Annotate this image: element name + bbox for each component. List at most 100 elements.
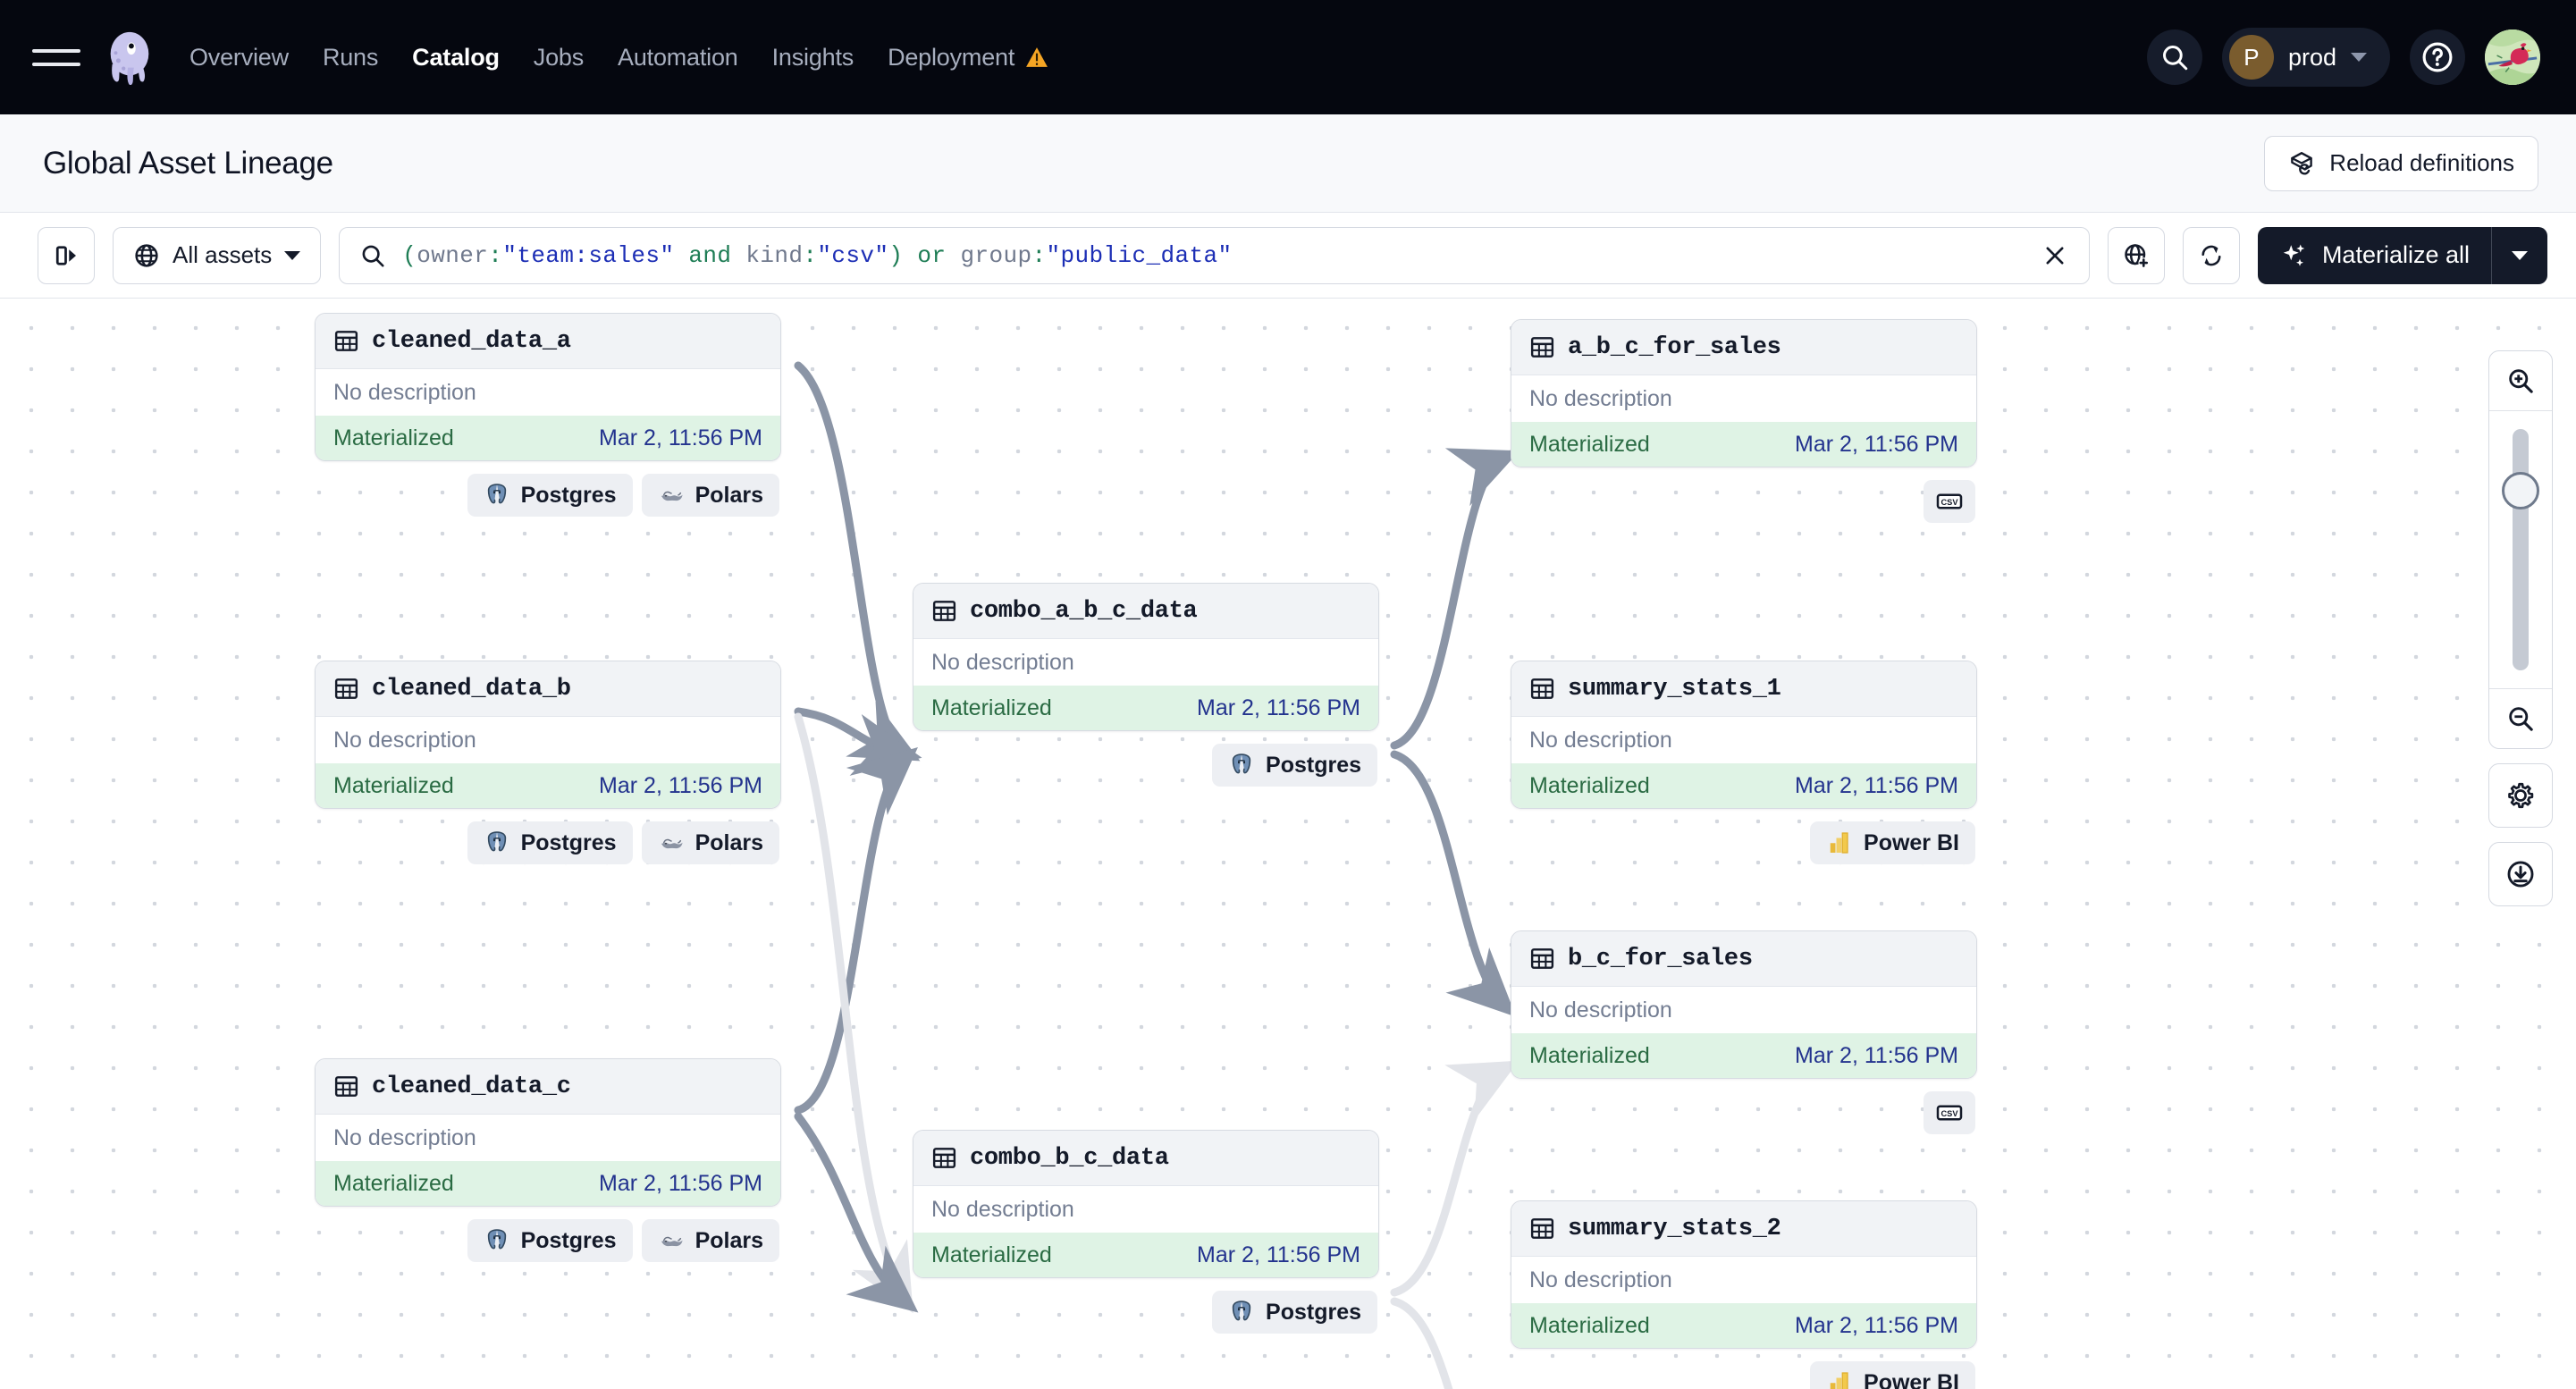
materialize-all-button[interactable]: Materialize all xyxy=(2257,226,2547,284)
zoom-slider-track xyxy=(2513,429,2529,670)
status-badge: Materialized xyxy=(931,694,1052,720)
materialization-timestamp[interactable]: Mar 2, 11:56 PM xyxy=(599,1170,762,1196)
materialization-timestamp[interactable]: Mar 2, 11:56 PM xyxy=(1795,1042,1958,1068)
postgres-icon xyxy=(1232,753,1251,775)
kind-tag-power-bi[interactable]: Power BI xyxy=(1810,1361,1975,1389)
box-reload-icon xyxy=(2291,151,2313,174)
asset-scope-selector[interactable]: All assets xyxy=(113,226,322,284)
dagster-logo[interactable] xyxy=(102,29,157,85)
asset-node-header[interactable]: summary_stats_2 xyxy=(1511,1201,1976,1257)
nav-link-insights[interactable]: Insights xyxy=(771,43,854,71)
caret-down-icon xyxy=(2512,250,2528,260)
kind-tag-polars[interactable]: Polars xyxy=(641,474,779,517)
user-avatar[interactable] xyxy=(2485,29,2540,85)
asset-kind-tags: Postgres Polars xyxy=(315,821,781,864)
materialize-all-main[interactable]: Materialize all xyxy=(2258,241,2491,269)
nav-link-runs[interactable]: Runs xyxy=(322,43,379,71)
refresh-icon xyxy=(2201,245,2221,265)
kind-tag-postgres[interactable]: Postgres xyxy=(1212,1291,1377,1334)
download-icon xyxy=(2507,861,2534,888)
materialization-timestamp[interactable]: Mar 2, 11:56 PM xyxy=(1197,694,1360,720)
kind-tag-polars[interactable]: Polars xyxy=(641,821,779,864)
asset-node-header[interactable]: a_b_c_for_sales xyxy=(1511,320,1976,375)
refresh-button[interactable] xyxy=(2182,226,2240,284)
status-badge: Materialized xyxy=(333,425,454,450)
asset-node-description: No description xyxy=(1511,717,1976,763)
asset-node-header[interactable]: cleaned_data_a xyxy=(316,314,780,369)
kind-tag-power-bi[interactable]: Power BI xyxy=(1810,821,1975,864)
download-graph-button[interactable] xyxy=(2488,842,2553,906)
materialization-timestamp[interactable]: Mar 2, 11:56 PM xyxy=(1795,772,1958,798)
kind-tag-postgres[interactable]: Postgres xyxy=(467,474,633,517)
nav-link-overview[interactable]: Overview xyxy=(189,43,289,71)
kind-tag-label: Postgres xyxy=(520,829,617,855)
kind-tag-polars[interactable]: Polars xyxy=(641,1219,779,1262)
kind-tag-csv[interactable]: CSV xyxy=(1924,1091,1975,1134)
kind-tag-postgres[interactable]: Postgres xyxy=(467,821,633,864)
asset-search-box[interactable]: (owner:"team:sales" and kind:"csv") or g… xyxy=(339,226,2090,284)
kind-tag-csv[interactable]: CSV xyxy=(1924,480,1975,523)
hamburger-icon[interactable] xyxy=(32,39,80,75)
canvas-controls xyxy=(2488,350,2553,906)
search-input[interactable]: (owner:"team:sales" and kind:"csv") or g… xyxy=(402,241,1233,269)
materialization-timestamp[interactable]: Mar 2, 11:56 PM xyxy=(1197,1242,1360,1267)
table-icon xyxy=(334,678,358,699)
materialize-split-divider xyxy=(2491,226,2492,284)
asset-node-header[interactable]: cleaned_data_c xyxy=(316,1059,780,1115)
kind-tag-postgres[interactable]: Postgres xyxy=(467,1219,633,1262)
primary-nav: Overview Runs Catalog Jobs Automation In… xyxy=(189,44,1048,72)
clear-search-button[interactable] xyxy=(2037,243,2073,268)
asset-node-header[interactable]: combo_a_b_c_data xyxy=(913,584,1378,639)
reload-definitions-button[interactable]: Reload definitions xyxy=(2264,135,2538,191)
nav-link-jobs[interactable]: Jobs xyxy=(533,43,585,71)
postgres-icon xyxy=(487,1229,506,1250)
nav-link-automation[interactable]: Automation xyxy=(618,43,738,71)
global-search-button[interactable] xyxy=(2146,29,2202,85)
zoom-in-button[interactable] xyxy=(2489,351,2552,410)
asset-node-name: a_b_c_for_sales xyxy=(1568,333,1781,361)
asset-node-header[interactable]: summary_stats_1 xyxy=(1511,661,1976,717)
asset-node-header[interactable]: cleaned_data_b xyxy=(316,661,780,717)
nav-link-deployment[interactable]: Deployment xyxy=(888,44,1048,72)
asset-node-header[interactable]: combo_b_c_data xyxy=(913,1131,1378,1186)
zoom-slider[interactable] xyxy=(2489,411,2552,688)
help-button[interactable] xyxy=(2410,29,2465,85)
zoom-slider-thumb[interactable] xyxy=(2502,472,2539,509)
deployment-switcher[interactable]: P prod xyxy=(2221,28,2390,87)
zoom-out-button[interactable] xyxy=(2489,689,2552,748)
materialization-timestamp[interactable]: Mar 2, 11:56 PM xyxy=(1795,1312,1958,1338)
add-to-global-view-button[interactable] xyxy=(2107,226,2165,284)
materialization-timestamp[interactable]: Mar 2, 11:56 PM xyxy=(599,425,762,450)
asset-node-header[interactable]: b_c_for_sales xyxy=(1511,931,1976,987)
sidebar-toggle-button[interactable] xyxy=(38,226,95,284)
reload-definitions-label: Reload definitions xyxy=(2329,149,2514,176)
kind-tag-postgres[interactable]: Postgres xyxy=(1212,744,1377,787)
status-badge: Materialized xyxy=(1529,772,1650,798)
materialize-dropdown-button[interactable] xyxy=(2492,250,2547,260)
materialization-timestamp[interactable]: Mar 2, 11:56 PM xyxy=(599,772,762,798)
graph-settings-button[interactable] xyxy=(2488,763,2553,828)
materialization-timestamp[interactable]: Mar 2, 11:56 PM xyxy=(1795,431,1958,457)
nav-link-catalog[interactable]: Catalog xyxy=(412,43,500,71)
